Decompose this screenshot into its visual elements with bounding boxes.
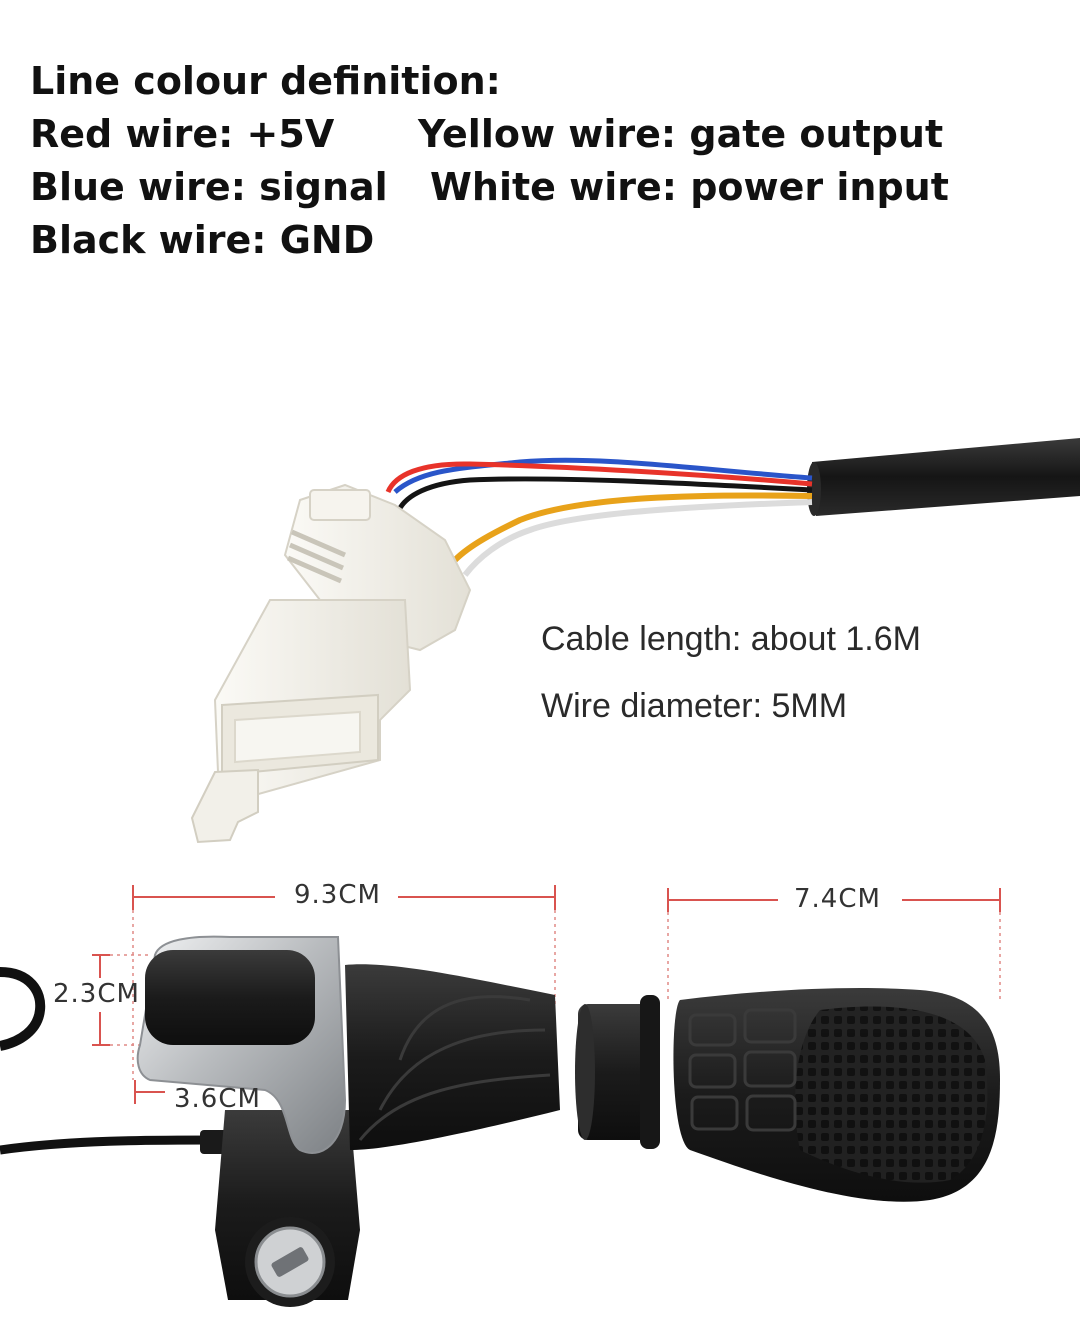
grip-length-label: 7.4CM [794,884,881,914]
main-cable [812,438,1080,516]
black-wire [395,476,813,514]
wire-legend-white: White wire: power input [430,165,949,209]
white-connector [190,483,472,844]
wire-legend-title: Line colour definition: [30,59,501,103]
wire-legend-red: Red wire: +5V [30,112,335,156]
wire-legend-blue: Blue wire: signal [30,165,388,209]
wire-legend-black: Black wire: GND [30,218,375,262]
spacer-ring [575,995,660,1149]
button-height-label: 2.3CM [53,979,140,1009]
yellow-wire [452,492,813,563]
red-wire [385,461,813,494]
cable-length-label: Cable length: about 1.6M [541,620,921,658]
cable-loop [0,967,46,1051]
thumb-button [145,950,315,1045]
throttle-length-label: 9.3CM [294,880,381,910]
ergonomic-grip [673,988,1000,1202]
throttle-cable [0,1135,216,1155]
wire-diameter-label: Wire diameter: 5MM [541,687,848,725]
blue-wire [393,457,813,494]
throttle-body [136,935,560,1307]
white-wire [462,499,813,577]
wire-legend-yellow: Yellow wire: gate output [418,112,944,156]
button-width-label: 3.6CM [174,1084,261,1114]
twist-grip [345,964,560,1150]
